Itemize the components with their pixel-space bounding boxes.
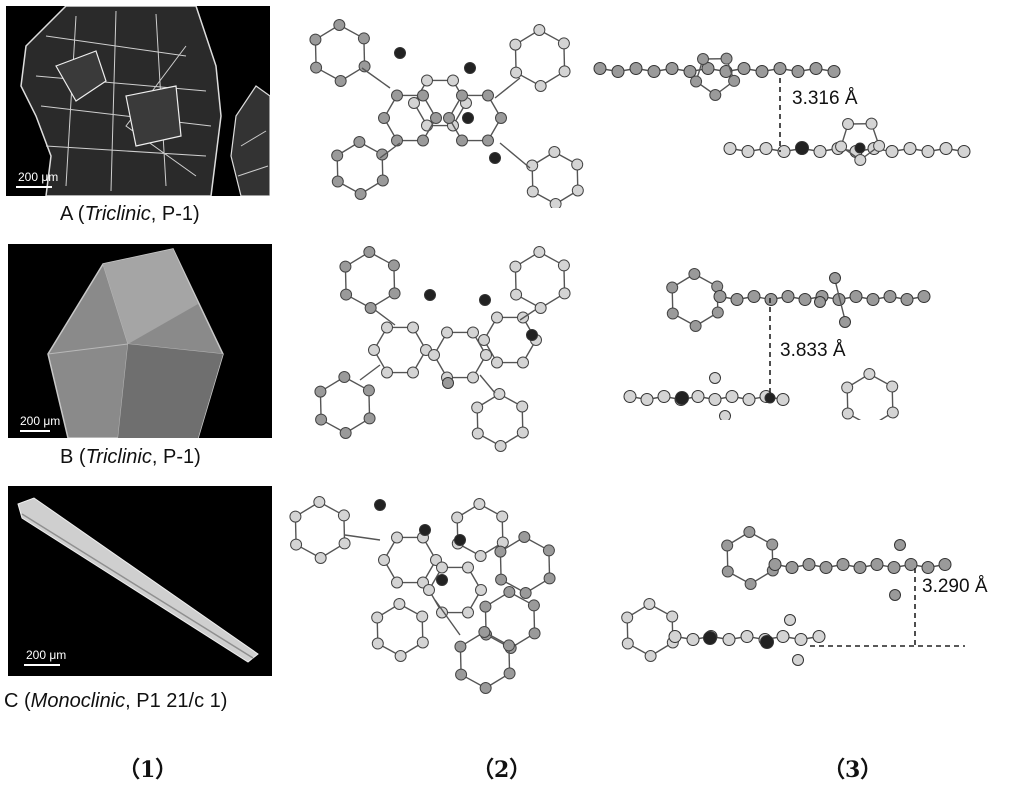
caption-b: B (Triclinic, P-1) (60, 446, 201, 468)
stacking-view-b (623, 268, 931, 420)
stacking-view-a (593, 52, 971, 166)
panel-label-2: （2） (472, 757, 532, 783)
molecule-packing-a (309, 19, 584, 208)
stacking-distance-b: 3.833 Å (780, 340, 846, 361)
crystal-photo-a: 200 μm (6, 6, 270, 196)
scale-bar (16, 186, 52, 188)
scale-label: 200 μm (26, 648, 67, 662)
stacking-view-c (621, 526, 965, 666)
molecule-packing-b (314, 246, 571, 452)
molecule-packing-c (289, 496, 556, 694)
stacking-distance-a: 3.316 Å (792, 88, 858, 109)
scale-bar (20, 430, 50, 432)
panel-label-1: （1） (118, 757, 178, 783)
caption-c: C (Monoclinic, P1 21/c 1) (4, 690, 228, 712)
panel-label-3: （3） (823, 757, 883, 783)
stacking-distance-c: 3.290 Å (922, 576, 988, 597)
crystal-photo-b: 200 μm (8, 244, 272, 438)
scale-bar (24, 664, 60, 666)
caption-a: A (Triclinic, P-1) (60, 203, 200, 225)
crystal-photo-c: 200 μm (8, 486, 272, 676)
scale-label: 200 μm (20, 414, 61, 428)
scale-label: 200 μm (18, 170, 59, 184)
